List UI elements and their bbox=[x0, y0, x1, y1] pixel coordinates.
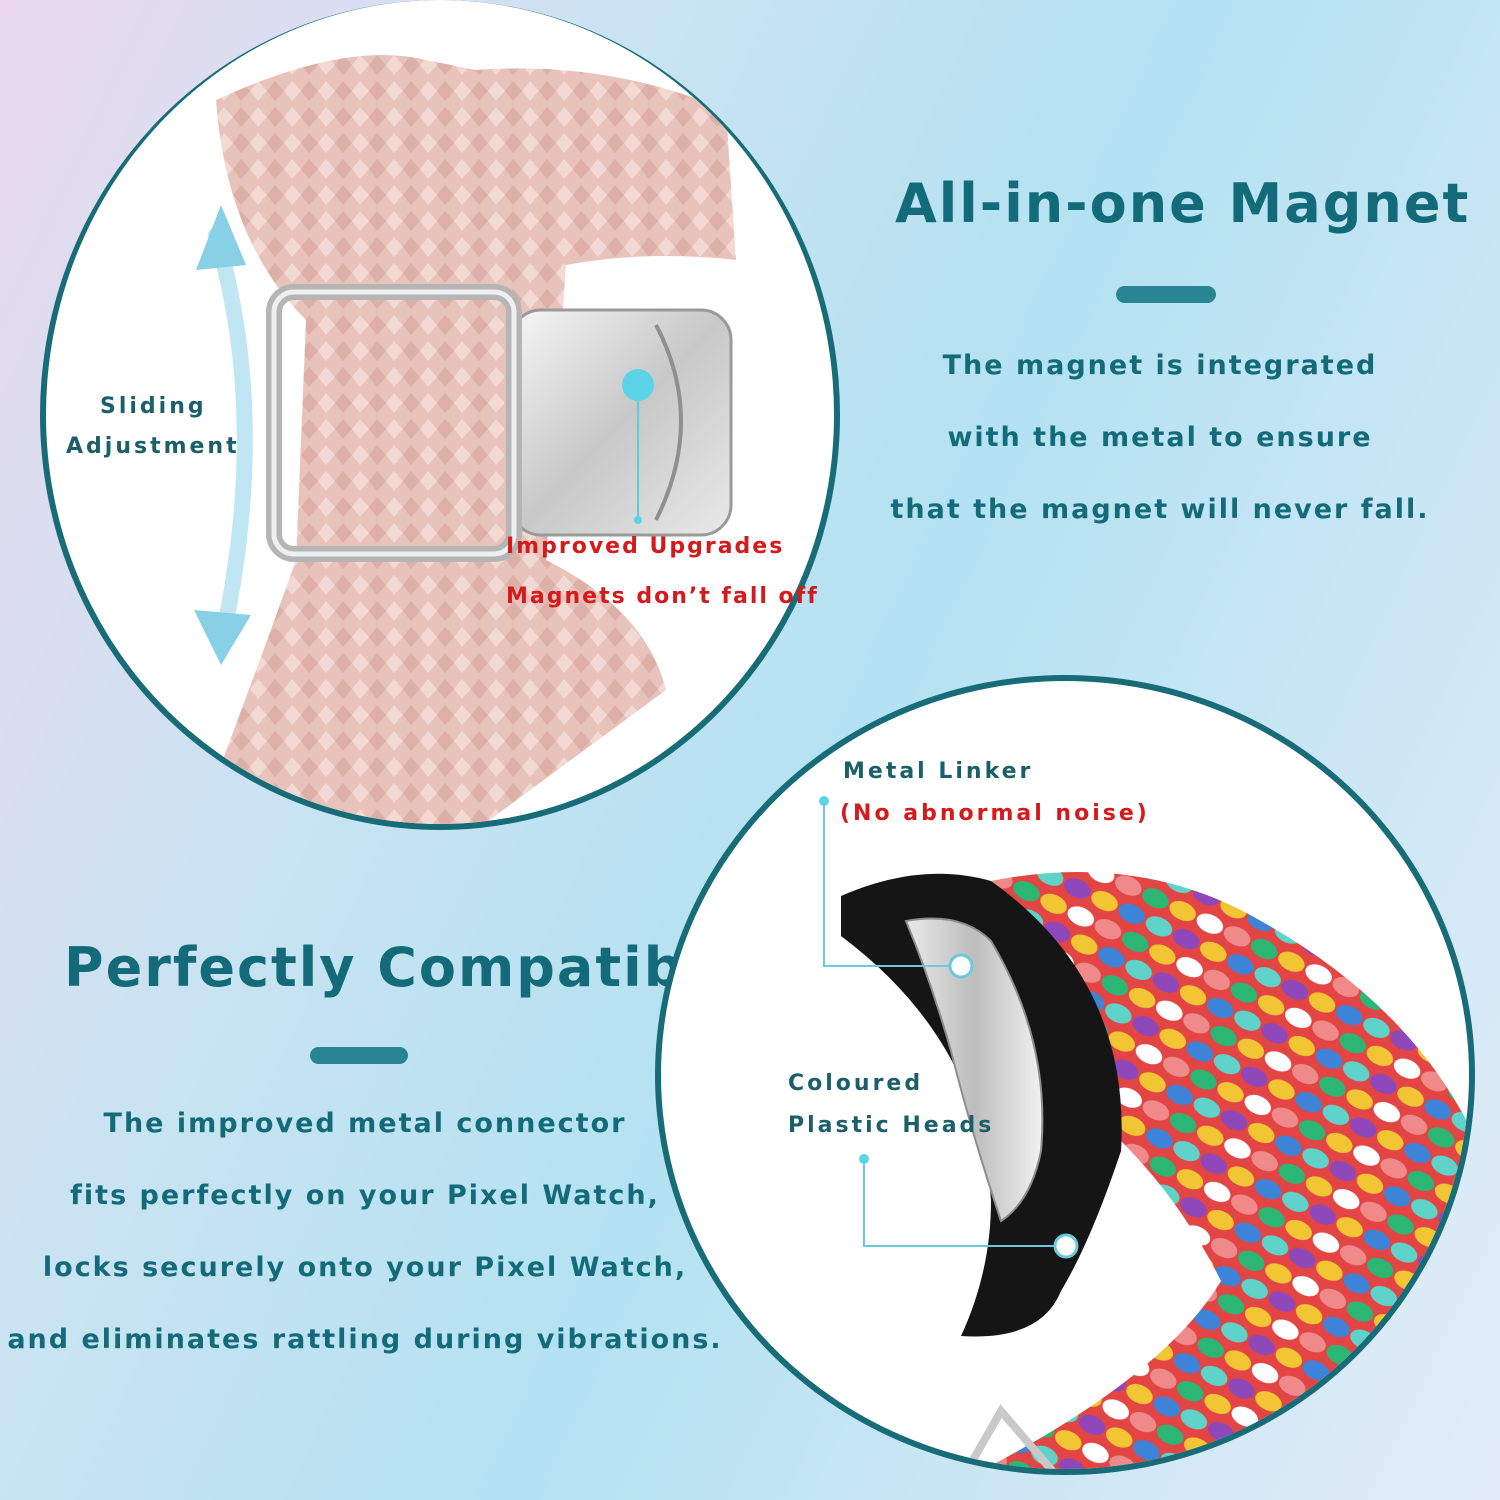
magnet-callout-dot bbox=[622, 369, 654, 401]
pink-band-illustration bbox=[194, 55, 736, 824]
metal-linker bbox=[904, 917, 1044, 1223]
rainbow-braided-band bbox=[984, 872, 1469, 1469]
band-closeup-pink bbox=[40, 0, 840, 830]
heads-callout-dot bbox=[1053, 1233, 1079, 1259]
magnet-line-2: with the metal to ensure bbox=[947, 422, 1373, 453]
rainbow-band-illustration bbox=[819, 796, 1469, 1469]
linker-label-line2: (No abnormal noise) bbox=[840, 801, 1150, 826]
metal-magnet-tab bbox=[509, 308, 733, 537]
heads-label-line1: Coloured bbox=[788, 1071, 924, 1096]
band-closeup-rainbow bbox=[655, 675, 1475, 1475]
compatible-line-3: locks securely onto your Pixel Watch, bbox=[42, 1252, 688, 1283]
magnet-title: All-in-one Magnet bbox=[895, 172, 1471, 235]
upgrades-label-line1: Improved Upgrades bbox=[506, 534, 785, 559]
sliding-label-line2: Adjustment bbox=[66, 434, 240, 459]
linker-callout-dot bbox=[948, 953, 974, 979]
compatible-line-1: The improved metal connector bbox=[103, 1108, 627, 1139]
magnet-line-1: The magnet is integrated bbox=[942, 350, 1378, 381]
compatible-line-2: fits perfectly on your Pixel Watch, bbox=[70, 1180, 660, 1211]
heads-label-line2: Plastic Heads bbox=[788, 1113, 995, 1138]
compatible-divider bbox=[310, 1047, 408, 1064]
compatible-title: Perfectly Compatible bbox=[64, 936, 744, 999]
braided-band bbox=[198, 55, 736, 824]
upgrades-label-line2: Magnets don’t fall off bbox=[506, 584, 819, 609]
linker-label-line1: Metal Linker bbox=[843, 759, 1034, 784]
compatible-line-4: and eliminates rattling during vibration… bbox=[7, 1324, 723, 1355]
sliding-label-line1: Sliding bbox=[100, 394, 207, 419]
magnet-line-3: that the magnet will never fall. bbox=[890, 494, 1430, 525]
magnet-divider bbox=[1116, 286, 1216, 303]
sliding-arrow bbox=[208, 227, 253, 653]
